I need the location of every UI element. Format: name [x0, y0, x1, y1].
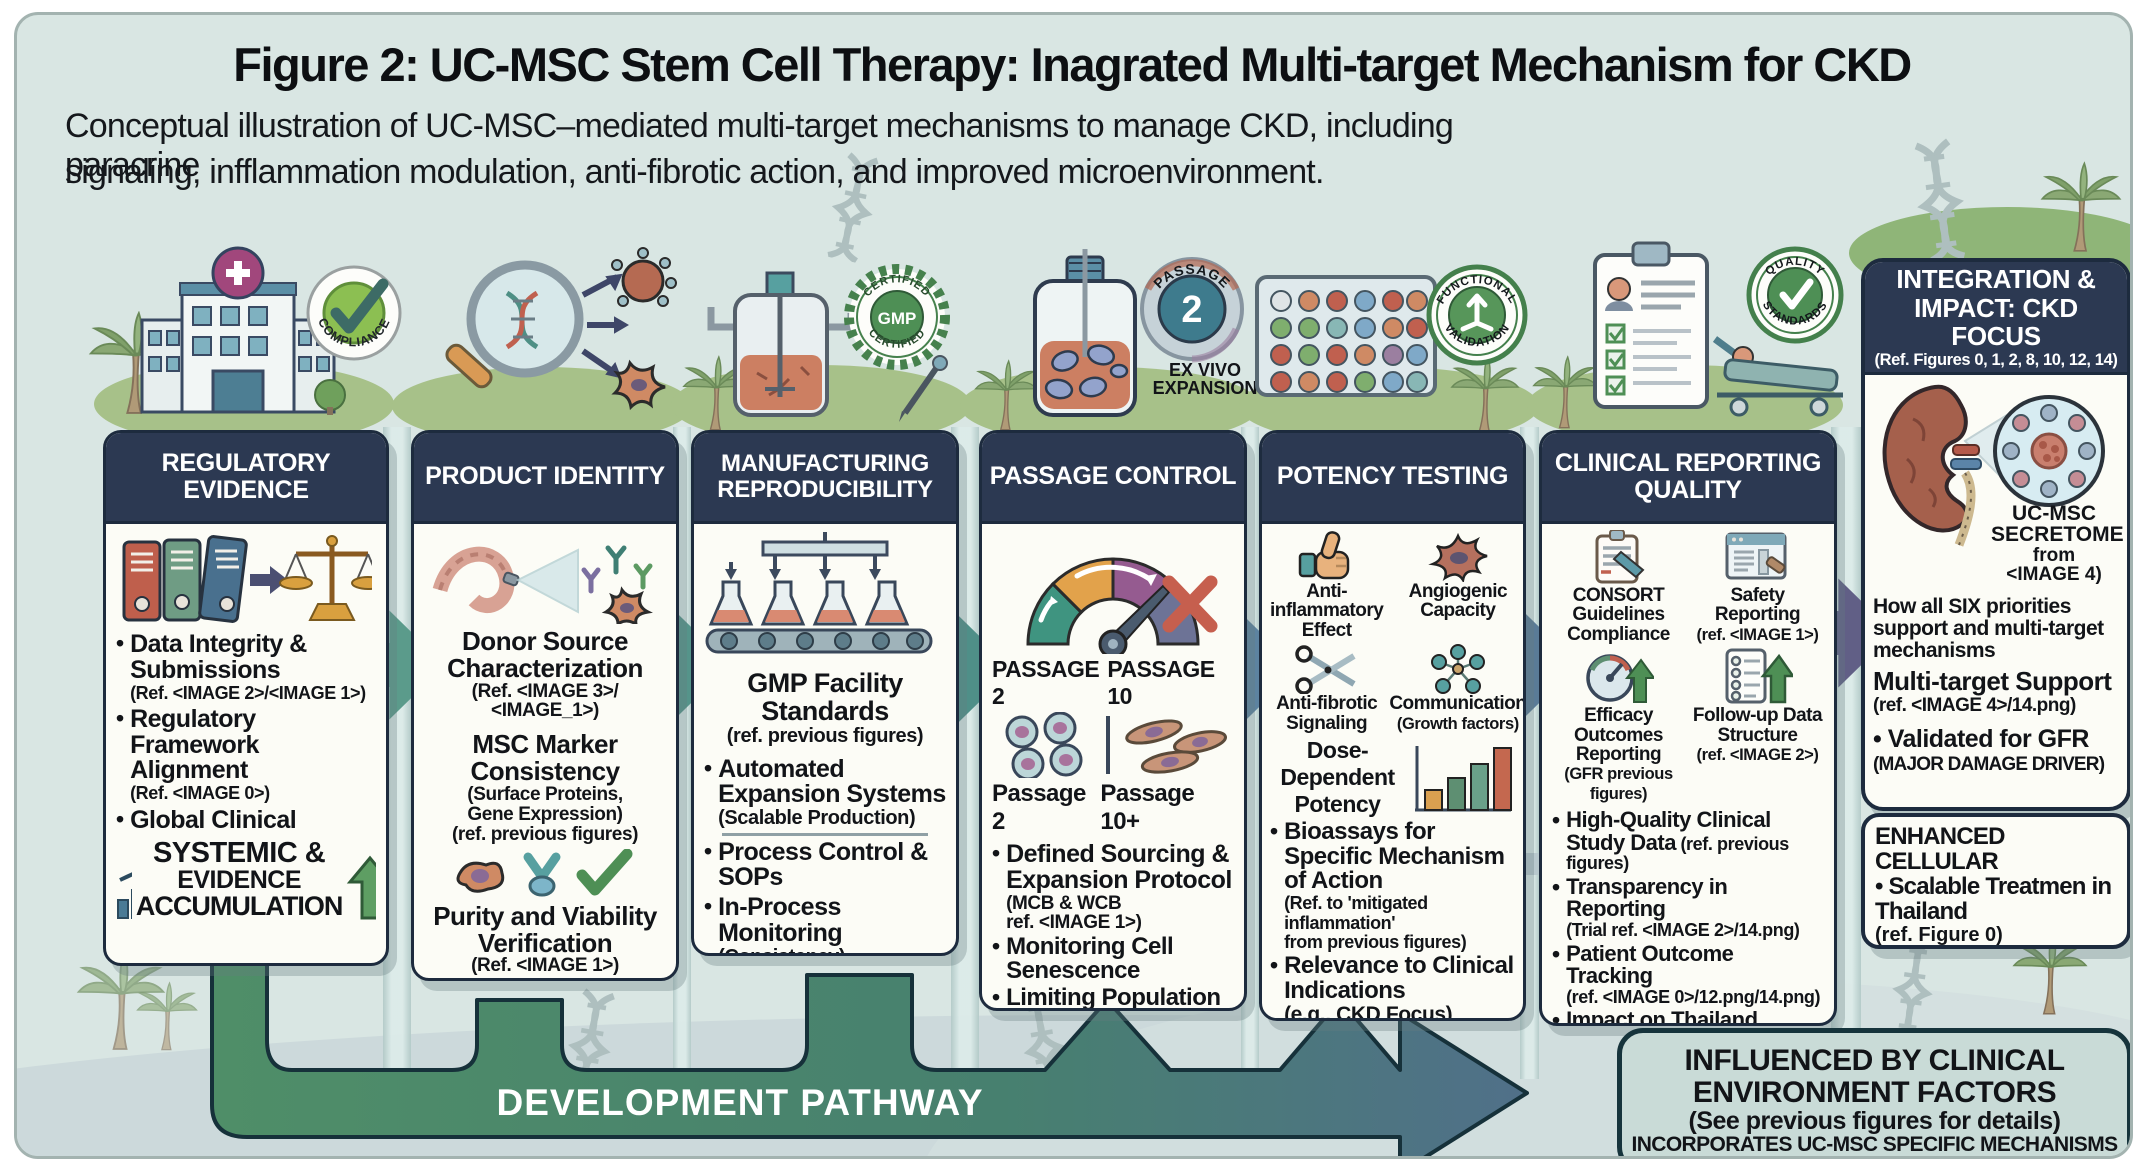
consort-clipboard-icon	[1595, 530, 1644, 584]
column-header: PRODUCT IDENTITY	[414, 433, 676, 524]
figure-frame: DEVELOPMENT PATHWAY Figure 2: UC-MSC Ste…	[14, 12, 2133, 1159]
list-item: • High-Quality Clinical Study Data (ref.…	[1552, 807, 1789, 874]
gauge-labels: PASSAGE 2 PASSAGE 10	[992, 656, 1215, 709]
followup-checklist-icon	[1725, 648, 1793, 704]
compliance-badge: COMPLIANCE	[306, 265, 402, 361]
dose-dependent-row: Dose-Dependent Potency	[1270, 737, 1515, 818]
column-header: REGULATORY EVIDENCE	[106, 433, 386, 524]
purity-check-icon	[456, 848, 633, 897]
column-header: PASSAGE CONTROL	[982, 433, 1244, 524]
reporting-quadrant: Follow-up Data Structure(ref. <IMAGE 2>)	[1691, 648, 1824, 803]
reporting-quadrant: Safety Reporting(ref. <IMAGE 1>)	[1691, 530, 1824, 644]
scissors-icon	[1294, 645, 1356, 695]
reporting-quadrant: Efficacy Outcomes Reporting(GFR previous…	[1552, 648, 1685, 803]
gmp-badge: GMP CERTIFIED CERTIFIED	[844, 264, 950, 370]
potency-quadrant: Anti-fibrotic Signaling	[1270, 644, 1383, 733]
potency-quadrant: Anti-inflammatory Effect	[1270, 530, 1384, 640]
column-header: INTEGRATION &IMPACT: CKD FOCUS (Ref. Fig…	[1865, 262, 2127, 375]
passage-2-badge: 2 PASSAGE	[1140, 257, 1244, 363]
list-item: • Bioassays for Specific Mechanism of Ac…	[1270, 817, 1505, 952]
column-header: POTENCY TESTING	[1262, 433, 1523, 524]
column-manufacturing-reproducibility: MANUFACTURING REPRODUCIBILITY	[691, 430, 959, 956]
cord-characterization-icon	[432, 545, 653, 624]
bar-growth-icon	[117, 872, 132, 920]
list-item: • In-Process Monitoring (Consistency)	[704, 893, 846, 953]
bioreactor-gmp-icon: GMP CERTIFIED CERTIFIED	[707, 264, 950, 422]
list-item: • Limiting Population Doubling	[992, 984, 1221, 1011]
gfr-sub: (MAJOR DAMAGE DRIVER)	[1873, 753, 2105, 775]
hospital-compliance-icon: COMPLIANCE	[140, 246, 402, 415]
list-item: • Data Integrity & Submissions (Ref. <IM…	[116, 630, 366, 703]
environment-factors-box: INFLUENCED BY CLINICAL ENVIRONMENT FACTO…	[1617, 1028, 2130, 1156]
checklist	[1593, 241, 1709, 409]
gfr-validated: • Validated for GFR	[1873, 724, 2089, 753]
secretome-label: UC-MSC SECRETOME from <IMAGE 4)	[1991, 502, 2124, 586]
evidence-accumulation-block: SYSTEMIC & EVIDENCE ACCUMULATION	[116, 839, 376, 920]
angiogenic-cell-icon	[1428, 532, 1488, 582]
figure-title: Figure 2: UC-MSC Stem Cell Therapy: Inag…	[233, 38, 1912, 91]
column-passage-control: PASSAGE CONTROL PASSAGE 2 PASSAGE 10	[979, 430, 1247, 1011]
passage-gauge-icon	[1026, 557, 1218, 654]
well-plate-icon: FUNCTIONAL VALIDATION	[1255, 264, 1528, 397]
development-pathway-label: DEVELOPMENT PATHWAY	[496, 1082, 983, 1123]
kidney-secretome-icon	[1882, 384, 2105, 547]
growth-factor-network-icon	[1430, 644, 1485, 695]
magnifier-cells-icon	[445, 247, 677, 411]
enhanced-cellular-box: ENHANCED CELLULAR • Scalable Treatmen in…	[1861, 813, 2130, 949]
list-item: • Transparency in Reporting (Trial ref. …	[1552, 873, 1800, 941]
ex-vivo-label: EX VIVO EXPANSION	[1152, 360, 1258, 399]
figure-subtitle-line2: signaling, infflammation modulation, ant…	[65, 153, 1324, 191]
multi-target-ref: (ref. <IMAGE 4>/14.png)	[1873, 694, 2076, 716]
binders-scale-icon	[122, 535, 372, 623]
how-text: How all SIX priorities support and multi…	[1873, 595, 2104, 663]
reporting-quadrant: CONSORT Guidelines Compliance	[1552, 530, 1685, 644]
list-item: • Impact on Thailand Healthcare (ref. Fi…	[1552, 1007, 1758, 1026]
figure-subtitle-line1: Conceptual illustration of UC-MSC–mediat…	[65, 107, 1454, 184]
bar-chart-icon	[1415, 746, 1512, 812]
safety-report-icon	[1725, 532, 1786, 580]
expansion-bottle-icon: 2 PASSAGE	[1033, 249, 1244, 417]
thumbs-up-icon	[1298, 531, 1349, 580]
column-header: CLINICAL REPORTING QUALITY	[1542, 433, 1834, 524]
divider	[722, 832, 928, 836]
efficacy-gauge-icon	[1585, 654, 1654, 704]
patient-bed	[1712, 336, 1843, 417]
list-item: • Patient Outcome Tracking (ref. <IMAGE …	[1552, 940, 1821, 1007]
column-integration-impact: INTEGRATION &IMPACT: CKD FOCUS (Ref. Fig…	[1861, 258, 2130, 811]
column-header: MANUFACTURING REPRODUCIBILITY	[694, 433, 956, 524]
green-up-arrows-icon	[347, 856, 376, 920]
potency-quadrant: Communication(Growth factors)	[1389, 644, 1523, 733]
clinical-checklist-icon: QUALITY STANDARDS	[1593, 241, 1844, 417]
quality-standards-badge: QUALITY STANDARDS	[1746, 246, 1844, 344]
potency-quadrant: Angiogenic Capacity	[1389, 530, 1523, 640]
list-item: • Automated Expansion Systems (Scalable …	[704, 754, 946, 830]
functional-validation-badge: FUNCTIONAL VALIDATION	[1426, 264, 1528, 366]
svg-text:2: 2	[1181, 289, 1202, 331]
list-item: • Defined Sourcing & Expansion Protocol …	[992, 840, 1232, 934]
flask-conveyor-icon	[705, 532, 933, 654]
list-item: • Process Control & SOPs	[704, 837, 928, 892]
development-pathway-arrow: DEVELOPMENT PATHWAY	[210, 953, 1529, 1156]
list-item: • Regulatory Framework Alignment (Ref. <…	[116, 704, 270, 804]
cell-labels: Passage 2 Passage 10+	[992, 780, 1195, 835]
multi-target-support: Multi-target Support	[1873, 666, 2112, 697]
svg-text:GMP: GMP	[878, 309, 917, 328]
column-product-identity: PRODUCT IDENTITY Donor Source Characteri…	[411, 430, 679, 981]
list-item: • Global Clinical	[116, 805, 297, 834]
column-clinical-reporting-quality: CLINICAL REPORTING QUALITY CONSORT Guide…	[1539, 430, 1837, 1026]
column-regulatory-evidence: REGULATORY EVIDENCE	[103, 430, 389, 966]
list-item: • Monitoring Cell Senescence	[992, 932, 1174, 985]
list-item: • Relevance to Clinical Indications (e.g…	[1270, 952, 1514, 1021]
cell-morphology-icon	[1005, 712, 1228, 778]
column-potency-testing: POTENCY TESTING Anti-inflammatory Effect	[1259, 430, 1526, 1021]
